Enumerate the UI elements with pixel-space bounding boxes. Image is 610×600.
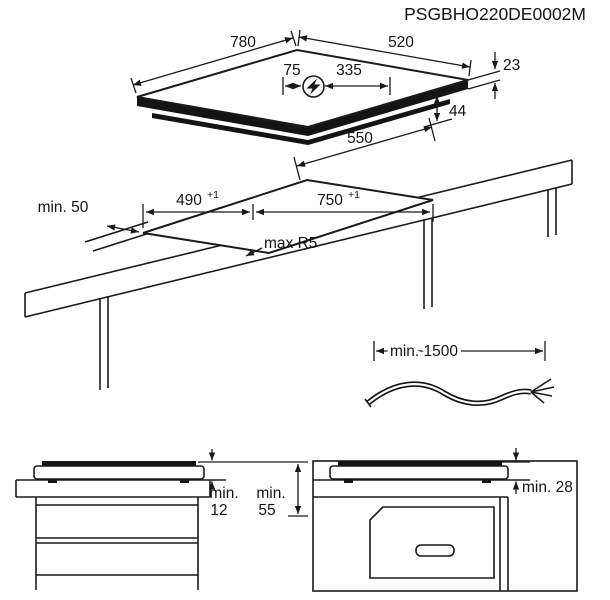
dim-connection-left-label: 75 xyxy=(283,62,300,79)
dim-hob-depth: 520 xyxy=(297,29,472,77)
hob-front-right-face xyxy=(308,80,468,136)
hob-body-section xyxy=(329,465,509,480)
hob-body-section xyxy=(33,465,205,480)
dim-clearance-55: min. 55 xyxy=(256,464,308,519)
dim-hob-width-label: 780 xyxy=(230,34,256,51)
worktop-cutout-view: min. 50 490 +1 750 +1 max R5 xyxy=(24,159,573,390)
dim-clearance-55-min: min. xyxy=(256,485,285,502)
oven-handle xyxy=(415,544,455,557)
hob-front-left-face xyxy=(137,97,308,136)
dim-base-width: 550 xyxy=(293,117,436,181)
cutout-hole xyxy=(142,178,434,255)
dim-clearance-12: min. 12 xyxy=(208,449,239,519)
dim-cutout-depth-label: 490 xyxy=(176,192,202,209)
dim-base-width-label: 550 xyxy=(347,130,373,147)
dim-corner-radius: max R5 xyxy=(245,235,317,257)
dim-body-height: 44 xyxy=(423,89,467,128)
dim-edge-height-label: 23 xyxy=(503,57,520,74)
worktop-legs xyxy=(99,188,557,390)
worktop-front-edge-bottom xyxy=(24,183,573,318)
hob-glass-section xyxy=(338,461,502,466)
model-number: PSGBHO220DE0002M xyxy=(404,4,586,24)
hob-isometric-view: 780 520 75 335 23 xyxy=(130,29,520,181)
dim-corner-radius-label: max R5 xyxy=(264,235,317,252)
dim-cutout-size: 490 +1 750 +1 xyxy=(142,189,434,228)
dim-side-clearance: min. 50 xyxy=(38,199,140,234)
power-connection-icon xyxy=(302,75,325,98)
dim-side-clearance-label: min. 50 xyxy=(38,199,89,216)
dim-connection-right-label: 335 xyxy=(336,62,362,79)
oven-icon xyxy=(369,506,495,579)
dim-connection-position: 75 335 xyxy=(282,62,391,98)
mains-cable-view: min. 1500 xyxy=(364,340,555,408)
dim-edge-height: 23 xyxy=(467,52,520,99)
oven-install-section: min. 28 xyxy=(312,448,578,592)
dim-clearance-12-value: 12 xyxy=(210,502,227,519)
dim-clearance-12-min: min. xyxy=(209,485,238,502)
dim-clearance-28: min. 28 xyxy=(502,448,573,496)
dim-clearance-55-value: 55 xyxy=(258,502,275,519)
dim-hob-depth-label: 520 xyxy=(388,34,414,51)
dim-hob-width: 780 xyxy=(130,30,297,94)
lightning-bolt-icon xyxy=(306,78,321,95)
dim-cable-length-label: min. 1500 xyxy=(390,343,458,360)
dim-cutout-width-tolerance: +1 xyxy=(348,189,360,201)
hob-glass-section xyxy=(42,461,196,466)
cable-icon xyxy=(364,378,555,408)
dim-body-height-label: 44 xyxy=(449,103,467,120)
dim-clearance-28-label: min. 28 xyxy=(522,479,573,496)
dim-cutout-width-label: 750 xyxy=(317,192,343,209)
hob-base-left-face xyxy=(152,113,308,145)
drawer-cabinet xyxy=(35,497,199,590)
dim-cutout-depth-tolerance: +1 xyxy=(207,189,219,201)
drawer-install-section: min. 12 min. 55 xyxy=(15,449,308,590)
dim-cable-length: min. 1500 xyxy=(373,340,546,364)
